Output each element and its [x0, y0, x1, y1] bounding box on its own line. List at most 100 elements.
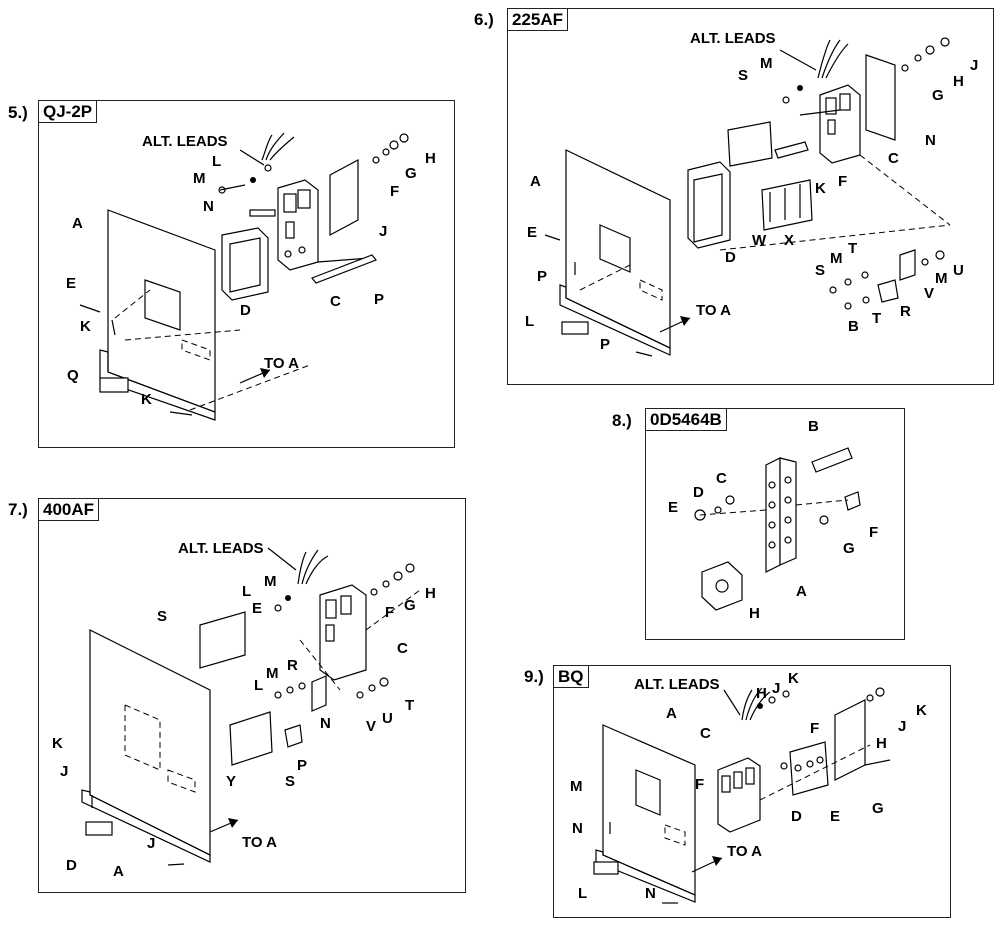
diagram-9-label: G: [872, 800, 884, 817]
diagram-5-label: Q: [67, 367, 79, 384]
diagram-5-label: N: [203, 198, 214, 215]
diagram-7-label: U: [382, 710, 393, 727]
diagram-9-label: N: [572, 820, 583, 837]
diagram-7-label: G: [404, 597, 416, 614]
diagram-6-label: B: [848, 318, 859, 335]
diagram-5-label: K: [141, 391, 152, 408]
diagram-6-to-a: TO A: [696, 302, 732, 319]
diagram-7-label: F: [385, 604, 395, 621]
diagram-6-label: M: [760, 55, 773, 72]
diagram-5-title: QJ-2P: [38, 100, 98, 123]
diagram-6-label: R: [900, 303, 911, 320]
diagram-5-label: J: [379, 223, 388, 240]
diagram-6-label: M: [830, 250, 843, 267]
diagram-5-label: G: [405, 165, 417, 182]
diagram-8-label: E: [668, 499, 679, 516]
diagram-6-label: W: [752, 232, 767, 249]
diagram-9-label: ALT. LEADS: [634, 676, 720, 693]
diagram-6-label: F: [838, 173, 848, 190]
diagram-7-label: E: [252, 600, 263, 617]
diagram-9-label: A: [666, 705, 677, 722]
diagram-5-label: M: [193, 170, 206, 187]
diagram-9-label: K: [788, 670, 799, 687]
diagram-5-number: 5.): [8, 103, 28, 122]
diagram-5-label: D: [240, 302, 251, 319]
diagram-6-label: T: [872, 310, 882, 327]
diagram-5-art: [79, 132, 409, 421]
diagram-7-label: V: [366, 718, 377, 735]
diagram-5-label: ALT. LEADS: [142, 133, 228, 150]
diagram-9-to-a: TO A: [727, 843, 763, 860]
diagram-7-label: H: [425, 585, 436, 602]
diagram-6-label: K: [815, 180, 826, 197]
diagram-8-panel: [645, 408, 905, 640]
diagram-6-art: [544, 37, 951, 357]
diagram-9-label: H: [756, 685, 767, 702]
diagram-7-number: 7.): [8, 500, 28, 519]
diagram-5-to-a: TO A: [264, 355, 300, 372]
diagram-9-label: J: [898, 718, 907, 735]
diagram-6-label: H: [953, 73, 964, 90]
diagram-6-label: S: [815, 262, 826, 279]
diagram-5-panel: [38, 100, 455, 448]
diagram-9-label: K: [916, 702, 927, 719]
diagram-7-label: ALT. LEADS: [178, 540, 264, 557]
diagram-7-label: A: [113, 863, 124, 880]
diagram-7-label: N: [320, 715, 331, 732]
diagram-9-label: E: [830, 808, 841, 825]
diagram-7-label: L: [254, 677, 264, 694]
diagram-6-title: 225AF: [507, 8, 569, 31]
diagram-6-label: V: [924, 285, 935, 302]
diagram-8-number: 8.): [612, 411, 632, 430]
diagram-5-label: K: [80, 318, 91, 335]
diagram-6-label: G: [932, 87, 944, 104]
diagram-7-label: Y: [226, 773, 237, 790]
diagram-7-label: S: [157, 608, 168, 625]
diagram-8-label: A: [796, 583, 807, 600]
diagram-5-label: L: [212, 153, 222, 170]
diagram-7-label: M: [264, 573, 277, 590]
diagram-6-label: J: [970, 57, 979, 74]
diagram-9-label: J: [772, 680, 781, 697]
diagram-8-title: 0D5464B: [645, 408, 727, 431]
diagram-9-panel: [553, 665, 951, 918]
diagram-5-label: P: [374, 291, 385, 308]
diagram-6-label: S: [738, 67, 749, 84]
diagram-5-label: A: [72, 215, 83, 232]
diagram-9-title: BQ: [553, 665, 589, 688]
diagram-6-label: A: [530, 173, 541, 190]
diagram-7-label: R: [287, 657, 298, 674]
diagram-9-label: H: [876, 735, 887, 752]
diagram-6-label: N: [925, 132, 936, 149]
diagram-7-label: C: [397, 640, 408, 657]
diagram-7-label: T: [405, 697, 415, 714]
diagram-9-art: [593, 687, 891, 904]
diagram-6-label: ALT. LEADS: [690, 30, 776, 47]
diagram-7-label: S: [285, 773, 296, 790]
diagram-5-label: H: [425, 150, 436, 167]
diagram-7-to-a: TO A: [242, 834, 278, 851]
diagram-6-label: E: [527, 224, 538, 241]
diagram-9-label: M: [570, 778, 583, 795]
diagram-7-label: J: [60, 763, 69, 780]
diagram-9-label: F: [810, 720, 820, 737]
diagram-8-label: D: [693, 484, 704, 501]
diagram-9-label: L: [578, 885, 588, 902]
diagram-7-label: L: [242, 583, 252, 600]
diagram-6-label: C: [888, 150, 899, 167]
diagram-7-title: 400AF: [38, 498, 100, 521]
diagram-6-label: D: [725, 249, 736, 266]
diagram-7-panel: [38, 498, 466, 893]
diagram-5-label: E: [66, 275, 77, 292]
diagram-6-label: M: [935, 270, 948, 287]
diagram-9-label: N: [645, 885, 656, 902]
diagram-6-label: P: [600, 336, 611, 353]
diagram-9-label: F: [695, 776, 705, 793]
diagram-6-label: X: [784, 232, 795, 249]
diagram-6-label: L: [525, 313, 535, 330]
diagram-7-label: D: [66, 857, 77, 874]
diagram-6-number: 6.): [474, 10, 494, 29]
diagram-6-label: P: [537, 268, 548, 285]
diagram-8-art: [694, 447, 861, 611]
